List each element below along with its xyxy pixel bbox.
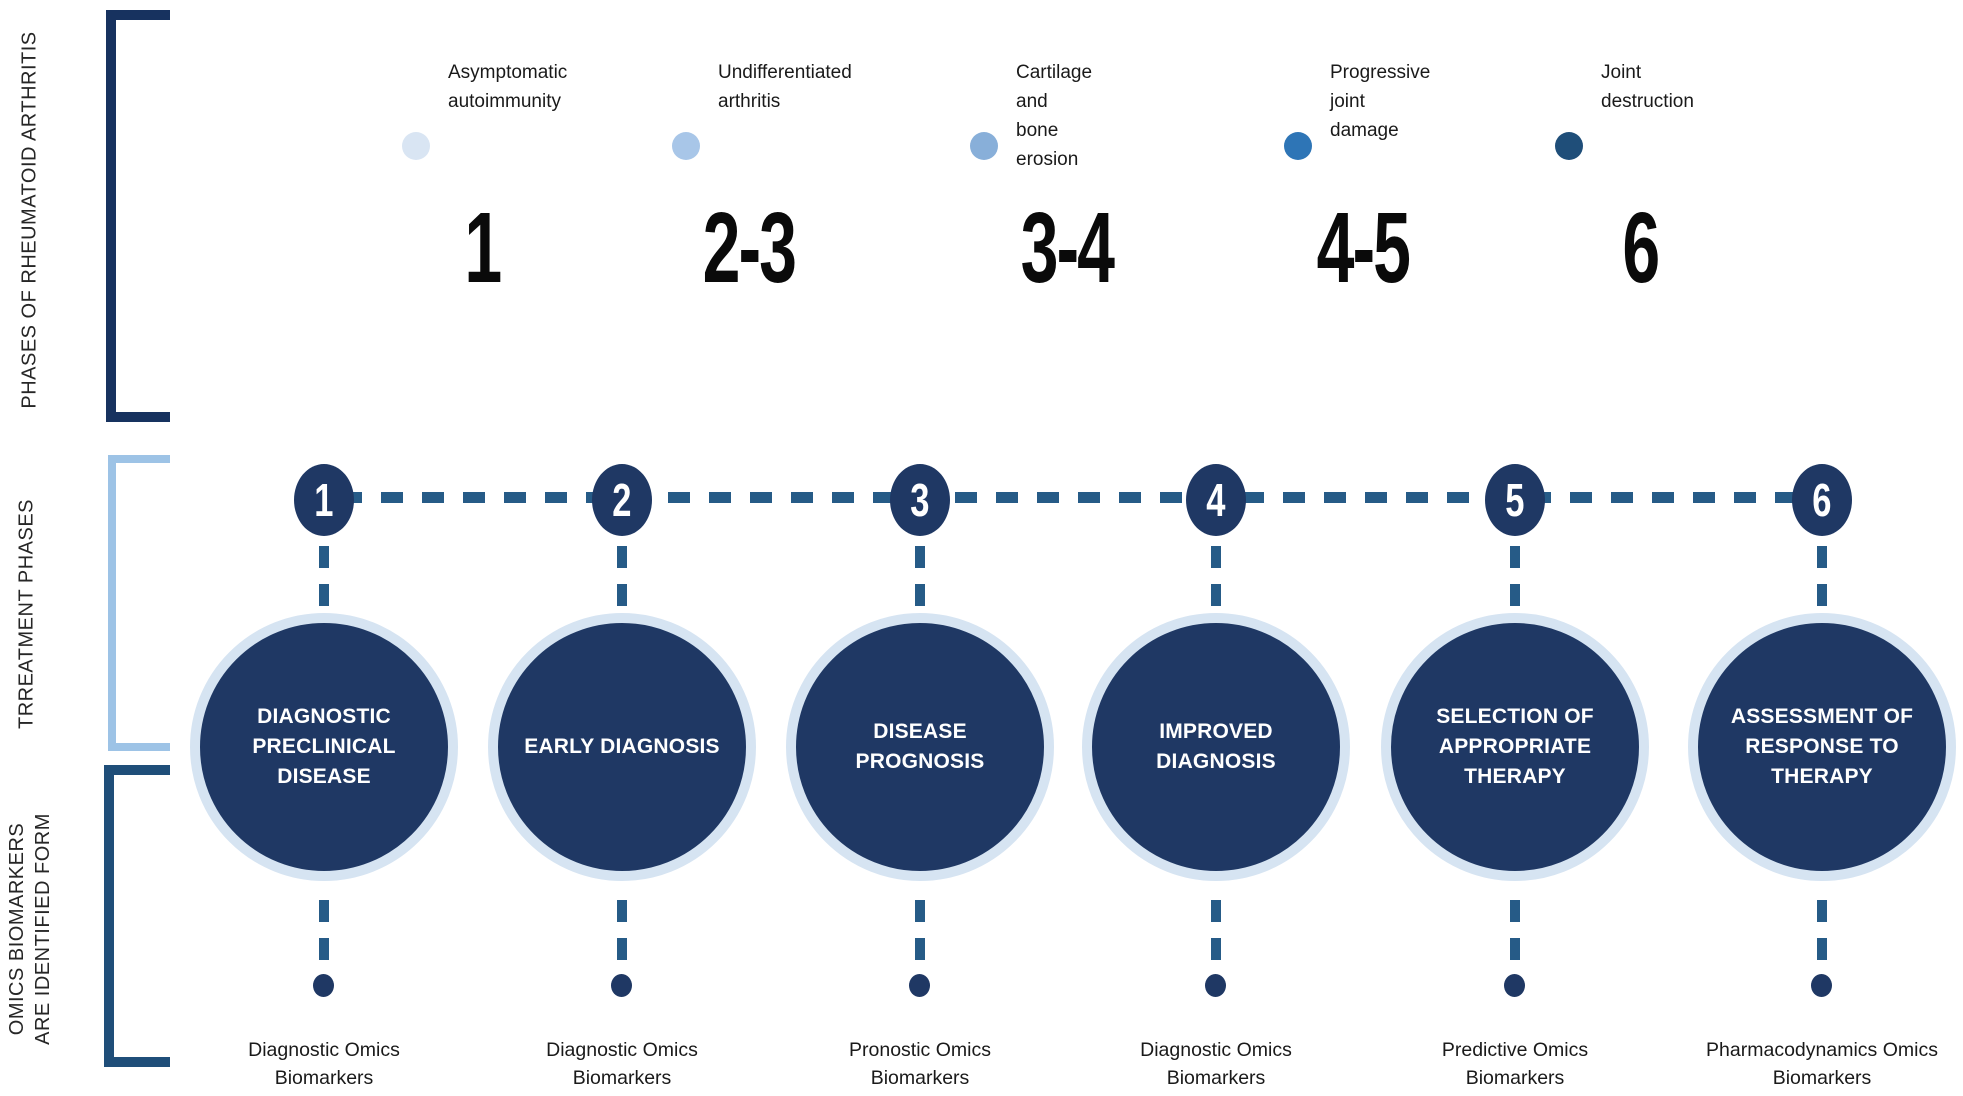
legend-dot-cartilage-erosion (970, 132, 998, 160)
treatment-step-circle: 1 (294, 464, 354, 536)
connector-dashed (319, 546, 329, 606)
treatment-step-circle: 6 (1792, 464, 1852, 536)
phase-ring-6: 6 (1560, 168, 1720, 328)
biomarker-label: Diagnostic Omics Biomarkers (1140, 1039, 1292, 1089)
legend-dot-joint-destruction (1555, 132, 1583, 160)
step-number: 5 (1505, 474, 1525, 526)
treatment-step-circle: 2 (592, 464, 652, 536)
connector-dashed (1817, 900, 1827, 960)
connector-dashed (1211, 546, 1221, 606)
goal-circle: EARLY DIAGNOSIS (488, 613, 756, 881)
phase-number: 4-5 (1316, 192, 1411, 304)
legend-label: Cartilage and bone erosion (1016, 62, 1093, 170)
treatment-step-circle: 3 (890, 464, 950, 536)
legend-label: Asymptomatic autoimmunity (448, 62, 568, 112)
endpoint-dot (909, 974, 930, 997)
connector-dashed (1510, 900, 1520, 960)
connector-dashed (617, 900, 627, 960)
phase-number: 1 (464, 192, 502, 304)
goal-label: IMPROVED DIAGNOSIS (1156, 720, 1276, 773)
connector-dashed (915, 900, 925, 960)
legend-label: Joint destruction (1601, 62, 1694, 112)
endpoint-dot (1504, 974, 1525, 997)
step-number: 4 (1206, 474, 1226, 526)
omics-biomarkers-label: OMICS BIOMARKERS ARE IDENTIFIED FORM (6, 813, 54, 1045)
phases-of-ra-label: PHASES OF RHEUMATOID ARTHRITIS (18, 31, 41, 409)
phase-ring-4-5: 4-5 (1283, 168, 1443, 328)
legend-dot-undifferentiated (672, 132, 700, 160)
goal-label: SELECTION OF APPROPRIATE THERAPY (1436, 705, 1594, 788)
connector-dashed (319, 900, 329, 960)
step-number: 3 (910, 474, 930, 526)
legend-label: Progressive joint damage (1330, 62, 1431, 141)
legend-dot-asymptomatic (402, 132, 430, 160)
timeline-dashed-line (340, 492, 1800, 503)
biomarker-label: Pharmacodynamics Omics Biomarkers (1706, 1039, 1938, 1089)
goal-label: ASSESSMENT OF RESPONSE TO THERAPY (1730, 705, 1914, 788)
legend-dot-progressive-damage (1284, 132, 1312, 160)
step-number: 1 (314, 474, 334, 526)
connector-dashed (915, 546, 925, 606)
step-number: 2 (612, 474, 632, 526)
goal-label: DIAGNOSTIC PRECLINICAL DISEASE (252, 705, 396, 788)
goal-circle: IMPROVED DIAGNOSIS (1082, 613, 1350, 881)
omics-biomarkers-bracket (104, 765, 170, 1067)
phase-number: 6 (1622, 192, 1660, 304)
treatment-step-circle: 5 (1485, 464, 1545, 536)
phase-ring-1: 1 (402, 168, 562, 328)
phase-ring-2-3: 2-3 (669, 168, 829, 328)
phase-number: 3-4 (1020, 192, 1115, 304)
connector-dashed (617, 546, 627, 606)
connector-dashed (1211, 900, 1221, 960)
endpoint-dot (313, 974, 334, 997)
biomarker-label: Pronostic Omics Biomarkers (849, 1039, 991, 1089)
goal-circle: ASSESSMENT OF RESPONSE TO THERAPY (1688, 613, 1956, 881)
step-number: 6 (1812, 474, 1832, 526)
connector-dashed (1510, 546, 1520, 606)
biomarker-label: Diagnostic Omics Biomarkers (248, 1039, 400, 1089)
endpoint-dot (1205, 974, 1226, 997)
legend-label: Undifferentiated arthritis (718, 62, 852, 112)
biomarker-label: Predictive Omics Biomarkers (1441, 1039, 1589, 1089)
endpoint-dot (611, 974, 632, 997)
goal-circle: DISEASE PROGNOSIS (786, 613, 1054, 881)
phase-number: 2-3 (702, 192, 797, 304)
connector-dashed (1817, 546, 1827, 606)
phase-ring-3-4: 3-4 (987, 168, 1147, 328)
treatment-step-circle: 4 (1186, 464, 1246, 536)
goal-circle: DIAGNOSTIC PRECLINICAL DISEASE (190, 613, 458, 881)
goal-circle: SELECTION OF APPROPRIATE THERAPY (1381, 613, 1649, 881)
treatment-phases-bracket (108, 455, 170, 751)
endpoint-dot (1811, 974, 1832, 997)
phases-bracket (106, 10, 170, 422)
biomarker-label: Diagnostic Omics Biomarkers (546, 1039, 698, 1089)
goal-label: DISEASE PROGNOSIS (855, 720, 985, 773)
treatment-phases-label: TRREATMENT PHASES (15, 498, 38, 730)
goal-label: EARLY DIAGNOSIS (524, 735, 720, 758)
